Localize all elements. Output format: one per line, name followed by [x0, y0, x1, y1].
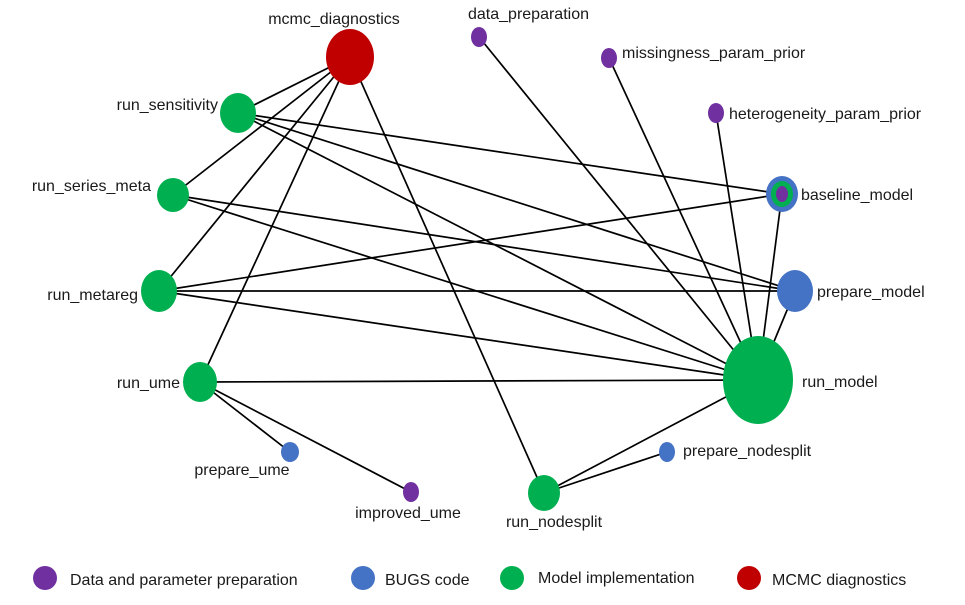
label-mcmc-diagnostics: mcmc_diagnostics — [268, 11, 400, 28]
legend: Data and parameter preparation BUGS code… — [33, 566, 906, 590]
node-run-metareg — [141, 270, 177, 312]
node-run-nodesplit — [528, 475, 560, 511]
edges — [158, 36, 796, 494]
legend-item-mcmc: MCMC diagnostics — [737, 566, 906, 590]
node-labels: mcmc_diagnostics data_preparation missin… — [32, 6, 925, 531]
edge-run-metareg-run-model — [158, 290, 759, 381]
legend-label-bugs: BUGS code — [385, 572, 470, 589]
edge-mcmc-run-ume — [199, 56, 351, 383]
legend-swatch-mcmc — [737, 566, 761, 590]
label-run-ume: run_ume — [117, 375, 180, 392]
edge-heterogeneity-run-model — [715, 112, 759, 381]
edge-run-nodesplit-run-model — [543, 379, 759, 494]
node-data-preparation — [471, 27, 487, 47]
edge-run-series-meta-prepare-model — [172, 194, 796, 292]
legend-label-mcmc: MCMC diagnostics — [772, 572, 906, 589]
edge-run-sensitivity-run-model — [237, 112, 759, 381]
node-mcmc-diagnostics — [326, 29, 374, 85]
edge-mcmc-run-metareg — [158, 56, 351, 292]
legend-item-model: Model implementation — [500, 566, 695, 590]
legend-swatch-model — [500, 566, 524, 590]
edge-run-ume-prepare-ume — [199, 381, 291, 453]
edge-run-nodesplit-prepare-nodesplit — [543, 451, 668, 494]
legend-swatch-data — [33, 566, 57, 590]
edge-run-ume-improved-ume — [199, 381, 412, 493]
edge-missingness-run-model — [608, 57, 759, 381]
label-baseline-model: baseline_model — [801, 187, 913, 204]
label-prepare-nodesplit: prepare_nodesplit — [683, 443, 812, 460]
label-run-nodesplit: run_nodesplit — [506, 514, 603, 531]
node-heterogeneity-param-prior — [708, 103, 724, 123]
nodes — [141, 27, 813, 511]
node-prepare-ume — [281, 442, 299, 462]
node-improved-ume — [403, 482, 419, 502]
edge-run-sensitivity-prepare-model — [237, 112, 796, 292]
edge-run-series-meta-run-model — [172, 194, 759, 381]
legend-item-data: Data and parameter preparation — [33, 566, 298, 590]
node-prepare-model — [777, 270, 813, 312]
label-run-model: run_model — [802, 374, 878, 391]
label-heterogeneity-param-prior: heterogeneity_param_prior — [729, 106, 922, 123]
label-prepare-model: prepare_model — [817, 284, 925, 301]
node-run-series-meta — [157, 178, 189, 212]
node-run-model — [723, 336, 793, 424]
label-data-preparation: data_preparation — [468, 6, 589, 23]
label-run-sensitivity: run_sensitivity — [117, 97, 218, 114]
edge-run-metareg-baseline — [158, 193, 783, 292]
node-missingness-param-prior — [601, 48, 617, 68]
label-run-series-meta: run_series_meta — [32, 178, 151, 195]
legend-label-data: Data and parameter preparation — [70, 572, 298, 589]
edge-data-preparation-run-model — [478, 36, 759, 381]
edge-mcmc-run-nodesplit — [349, 56, 545, 494]
legend-item-bugs: BUGS code — [351, 566, 470, 590]
legend-swatch-bugs — [351, 566, 375, 590]
label-improved-ume: improved_ume — [355, 505, 461, 522]
edge-run-sensitivity-baseline — [237, 112, 783, 195]
label-prepare-ume: prepare_ume — [194, 462, 289, 479]
node-run-sensitivity — [220, 93, 256, 133]
node-run-ume — [183, 362, 217, 402]
edge-run-ume-run-model — [199, 379, 759, 383]
label-missingness-param-prior: missingness_param_prior — [622, 45, 806, 62]
label-run-metareg: run_metareg — [47, 287, 138, 304]
node-baseline-model — [766, 176, 798, 212]
node-prepare-nodesplit — [659, 442, 675, 462]
legend-label-model: Model implementation — [538, 570, 695, 587]
